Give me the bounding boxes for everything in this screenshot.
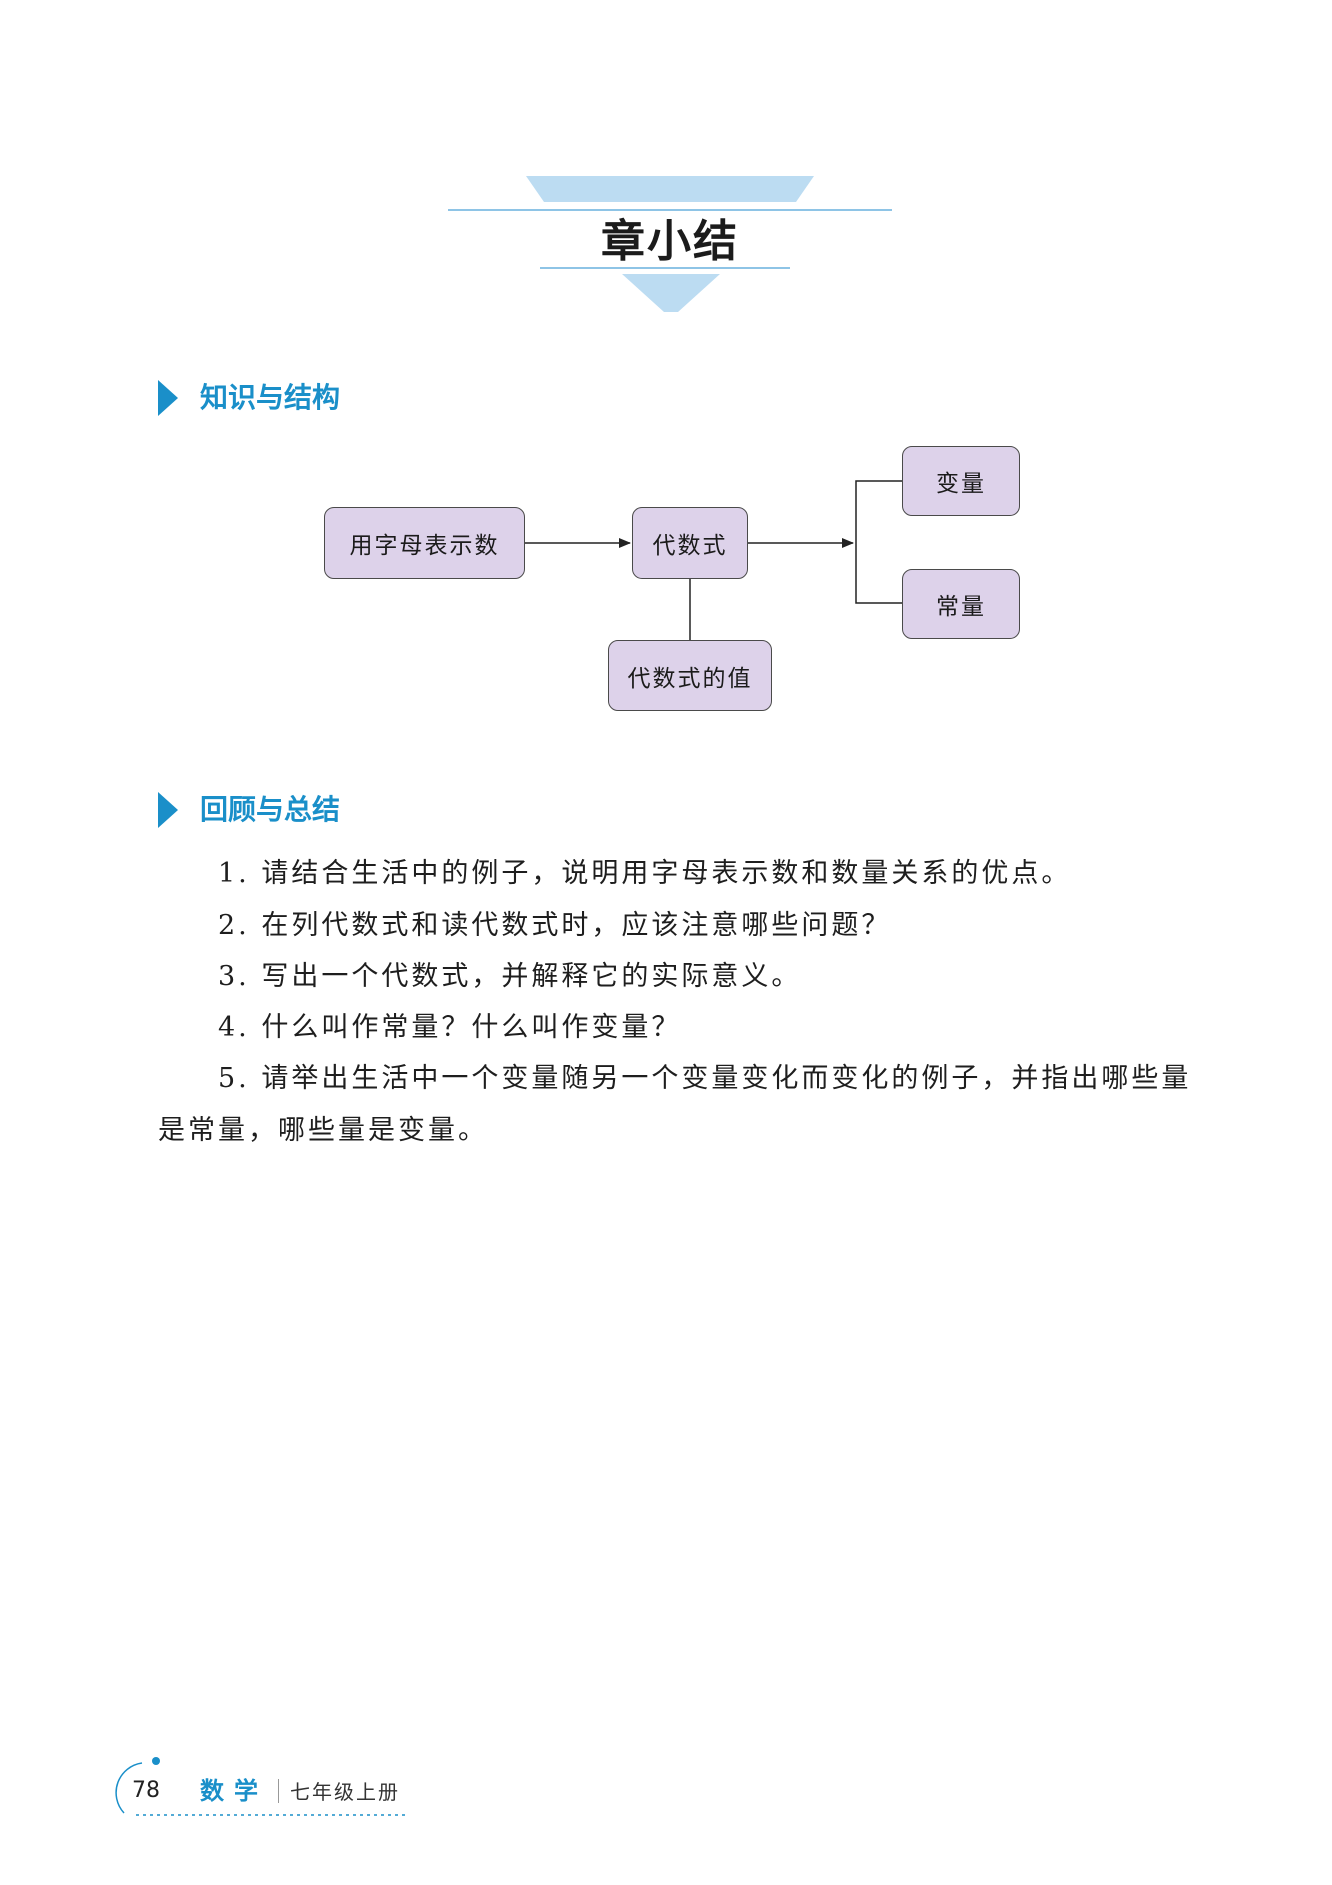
section-triangle-icon: [158, 380, 178, 416]
section-title-review: 回顾与总结: [200, 793, 341, 826]
question-item: 4. 什么叫作常量？什么叫作变量？: [218, 1012, 682, 1043]
question-item: 3. 写出一个代数式，并解释它的实际意义。: [218, 961, 802, 992]
node-constant: 常量: [902, 569, 1020, 639]
footer-decoration: [115, 1757, 408, 1816]
node-variable: 变量: [902, 446, 1020, 516]
section-triangle-icon: [158, 792, 178, 828]
book-grade: 七年级上册: [290, 1780, 400, 1804]
node-expression-value: 代数式的值: [608, 640, 772, 711]
chapter-title: 章小结: [601, 216, 739, 267]
question-item: 1. 请结合生活中的例子，说明用字母表示数和数量关系的优点。: [218, 858, 1072, 889]
section-title-knowledge: 知识与结构: [200, 381, 341, 414]
chapter-banner-decoration: [448, 176, 892, 312]
question-item: 2. 在列代数式和读代数式时，应该注意哪些问题？: [218, 910, 892, 941]
footer-divider: [278, 1779, 279, 1803]
branch-bracket: [855, 480, 902, 604]
node-letters-represent-numbers: 用字母表示数: [324, 507, 525, 579]
node-algebraic-expression: 代数式: [632, 507, 748, 579]
book-subject: 数学: [200, 1776, 268, 1805]
page-number: 78: [132, 1778, 160, 1803]
question-item: 5. 请举出生活中一个变量随另一个变量变化而变化的例子，并指出哪些量是常量，哪些…: [158, 1063, 1192, 1146]
